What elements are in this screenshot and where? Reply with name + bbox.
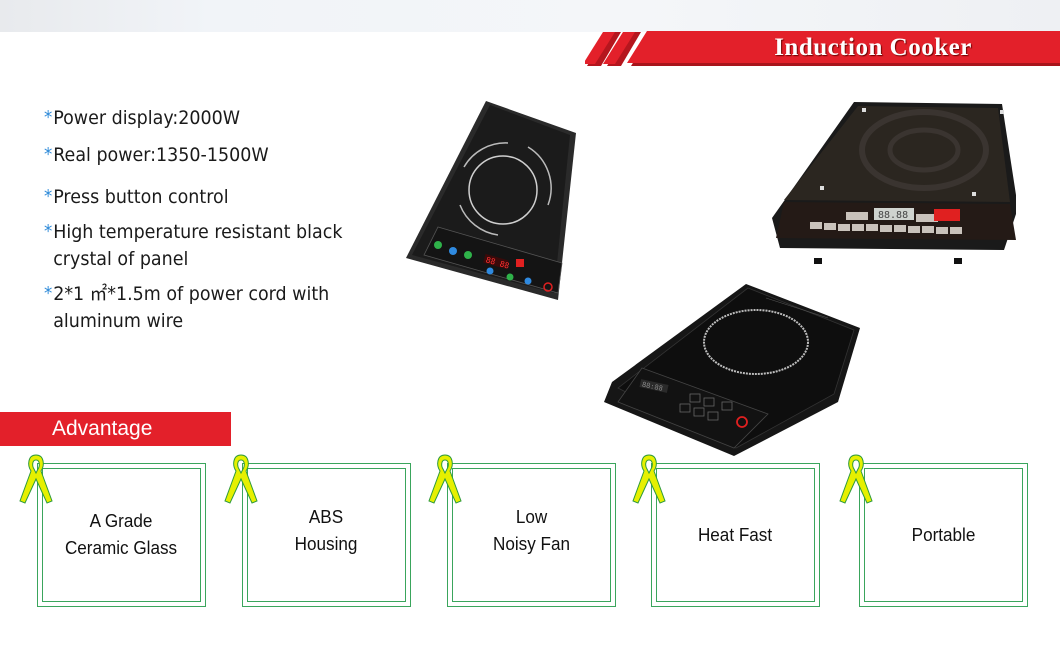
feature-list: * Power display:2000W * Real power:1350-… — [44, 105, 374, 349]
card-text-line1: Portable — [911, 524, 976, 545]
advantage-card-low-noisy-fan: Low Noisy Fan — [447, 463, 616, 607]
card-text-line1: A Grade — [90, 511, 153, 531]
advantage-card-ceramic-glass: A Grade Ceramic Glass — [37, 463, 206, 607]
top-gradient-band — [0, 0, 1060, 32]
feature-item: * Power display:2000W — [44, 105, 348, 132]
card-text-line1: Heat Fast — [698, 524, 773, 545]
card-text-line1: ABS — [309, 507, 344, 527]
feature-text: Press button control — [53, 186, 229, 208]
feature-text: Real power:1350-1500W — [53, 144, 269, 166]
advantage-card-heat-fast: Heat Fast — [651, 463, 820, 607]
feature-text-cont: aluminum wire — [53, 310, 184, 332]
feature-text: High temperature resistant black — [53, 221, 343, 243]
product-image-press-button-cooker: 88 88 — [398, 95, 578, 310]
advantage-card-portable: Portable — [859, 463, 1028, 607]
bullet-star-icon: * — [44, 221, 53, 242]
header-banner: Induction Cooker — [585, 30, 1060, 66]
ribbon-icon — [19, 454, 53, 504]
ribbon-icon — [839, 454, 873, 504]
bullet-star-icon: * — [44, 186, 53, 207]
ribbon-icon — [428, 454, 462, 504]
advantage-label: Advantage — [52, 417, 153, 440]
card-text-line2: Ceramic Glass — [65, 538, 178, 558]
feature-text-cont: crystal of panel — [53, 248, 189, 270]
bullet-star-icon: * — [44, 283, 53, 304]
feature-text: 2*1 ㎡*1.5m of power cord with — [53, 283, 330, 305]
header-stripes-icon — [585, 31, 1060, 66]
ribbon-icon — [632, 454, 666, 504]
advantage-card-abs-housing: ABS Housing — [242, 463, 411, 607]
bullet-star-icon: * — [44, 144, 53, 165]
feature-item: * Real power:1350-1500W — [44, 142, 348, 169]
feature-text: Power display:2000W — [53, 107, 241, 129]
feature-item: * High temperature resistant black cryst… — [44, 219, 348, 273]
feature-item: * 2*1 ㎡*1.5m of power cord with aluminum… — [44, 281, 348, 335]
svg-text:88.88: 88.88 — [878, 210, 908, 221]
card-text-line2: Housing — [295, 534, 358, 554]
ribbon-icon — [224, 454, 258, 504]
bullet-star-icon: * — [44, 107, 53, 128]
page-title: Induction Cooker — [774, 34, 972, 61]
product-image-touch-cooker: 88:88 — [598, 282, 860, 463]
feature-item: * Press button control — [44, 184, 348, 211]
product-image-lcd-cooker: 88.88 — [766, 98, 1018, 275]
card-text-line1: Low — [515, 507, 548, 527]
advantage-header: Advantage — [0, 412, 231, 446]
card-text-line2: Noisy Fan — [493, 534, 570, 554]
